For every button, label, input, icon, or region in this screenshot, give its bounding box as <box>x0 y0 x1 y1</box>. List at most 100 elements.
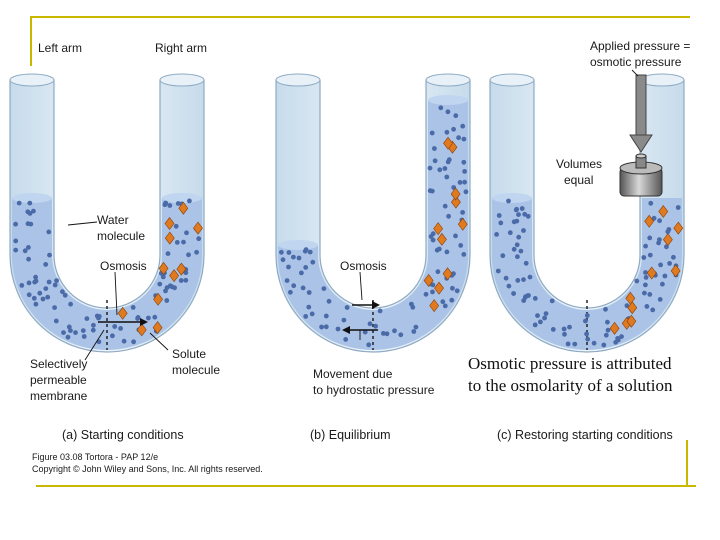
water-molecule <box>279 250 284 255</box>
water-molecule <box>460 124 465 129</box>
label-left-arm: Left arm <box>38 41 82 55</box>
water-molecule <box>650 308 655 313</box>
water-molecule <box>43 286 48 291</box>
water-molecule <box>544 311 549 316</box>
water-molecule <box>342 318 347 323</box>
water-molecule <box>122 339 127 344</box>
water-molecule <box>443 204 448 209</box>
water-molecule <box>520 206 525 211</box>
water-molecule <box>41 297 46 302</box>
water-molecule <box>431 231 436 236</box>
water-molecule <box>450 286 455 291</box>
water-molecule <box>27 281 32 286</box>
water-molecule <box>146 316 151 321</box>
water-molecule <box>53 283 58 288</box>
water-molecule <box>585 313 590 318</box>
water-molecule <box>592 341 597 346</box>
water-molecule <box>163 202 168 207</box>
water-molecule <box>634 279 639 284</box>
water-molecule <box>170 284 175 289</box>
water-molecule <box>176 201 181 206</box>
water-molecule <box>23 248 28 253</box>
water-molecule <box>521 228 526 233</box>
water-molecule <box>458 243 463 248</box>
water-molecule <box>306 305 311 310</box>
water-molecule <box>174 224 179 229</box>
water-molecule <box>522 212 527 217</box>
water-molecule <box>310 312 315 317</box>
water-molecule <box>34 302 39 307</box>
water-molecule <box>13 222 18 227</box>
water-molecule <box>585 337 590 342</box>
water-molecule <box>66 335 71 340</box>
water-molecule <box>54 319 59 324</box>
water-molecule <box>430 131 435 136</box>
water-molecule <box>562 332 567 337</box>
water-molecule <box>97 314 102 319</box>
figure-credit-1: Figure 03.08 Tortora - PAP 12/e <box>32 452 158 462</box>
water-molecule <box>535 313 540 318</box>
water-molecule <box>291 255 296 260</box>
water-molecule <box>336 327 341 332</box>
water-molecule <box>657 218 662 223</box>
water-molecule <box>157 282 162 287</box>
water-molecule <box>462 180 467 185</box>
water-molecule <box>414 325 419 330</box>
water-molecule <box>445 130 450 135</box>
water-molecule <box>392 328 397 333</box>
water-molecule <box>516 235 521 240</box>
water-molecule <box>297 256 302 261</box>
water-molecule <box>647 292 652 297</box>
label-volumes-equal-2: equal <box>564 173 593 187</box>
water-molecule <box>497 213 502 218</box>
water-molecule <box>307 290 312 295</box>
water-molecule <box>461 252 466 257</box>
water-molecule <box>167 203 172 208</box>
water-molecule <box>184 230 189 235</box>
water-molecule <box>512 247 517 252</box>
water-molecule <box>460 210 465 215</box>
water-molecule <box>163 289 168 294</box>
water-molecule <box>13 248 18 253</box>
water-molecule <box>645 304 650 309</box>
water-molecule <box>433 158 438 163</box>
water-molecule <box>301 286 306 291</box>
water-molecule <box>515 254 520 259</box>
water-molecule <box>496 269 501 274</box>
water-molecule <box>19 283 24 288</box>
water-molecule <box>648 201 653 206</box>
water-molecule <box>456 135 461 140</box>
overlay-note: Osmotic pressure is attributed to the os… <box>468 353 718 397</box>
water-molecule <box>453 234 458 239</box>
water-molecule <box>458 180 463 185</box>
water-molecule <box>507 284 512 289</box>
water-molecule <box>131 339 136 344</box>
water-molecule <box>437 247 442 252</box>
label-membrane-1: Selectively <box>30 357 87 371</box>
water-molecule <box>308 250 313 255</box>
water-molecule <box>366 342 371 347</box>
water-molecule <box>606 328 611 333</box>
water-molecule <box>196 236 201 241</box>
water-molecule <box>32 296 37 301</box>
water-molecule <box>515 242 520 247</box>
label-volumes-equal-1: Volumes <box>556 157 602 171</box>
label-movement-1: Movement due <box>313 367 393 381</box>
water-molecule <box>514 219 519 224</box>
water-molecule <box>550 299 555 304</box>
water-molecule <box>432 146 437 151</box>
water-molecule <box>303 265 308 270</box>
water-molecule <box>508 230 513 235</box>
water-molecule <box>164 298 169 303</box>
water-molecule <box>511 291 516 296</box>
water-molecule <box>642 291 647 296</box>
water-molecule <box>524 261 529 266</box>
water-molecule <box>82 334 87 339</box>
figure-credit-2: Copyright © John Wiley and Sons, Inc. Al… <box>32 464 263 474</box>
water-molecule <box>181 240 186 245</box>
water-molecule <box>183 278 188 283</box>
water-molecule <box>498 221 503 226</box>
caption-b: (b) Equilibrium <box>310 428 391 442</box>
water-molecule <box>494 232 499 237</box>
